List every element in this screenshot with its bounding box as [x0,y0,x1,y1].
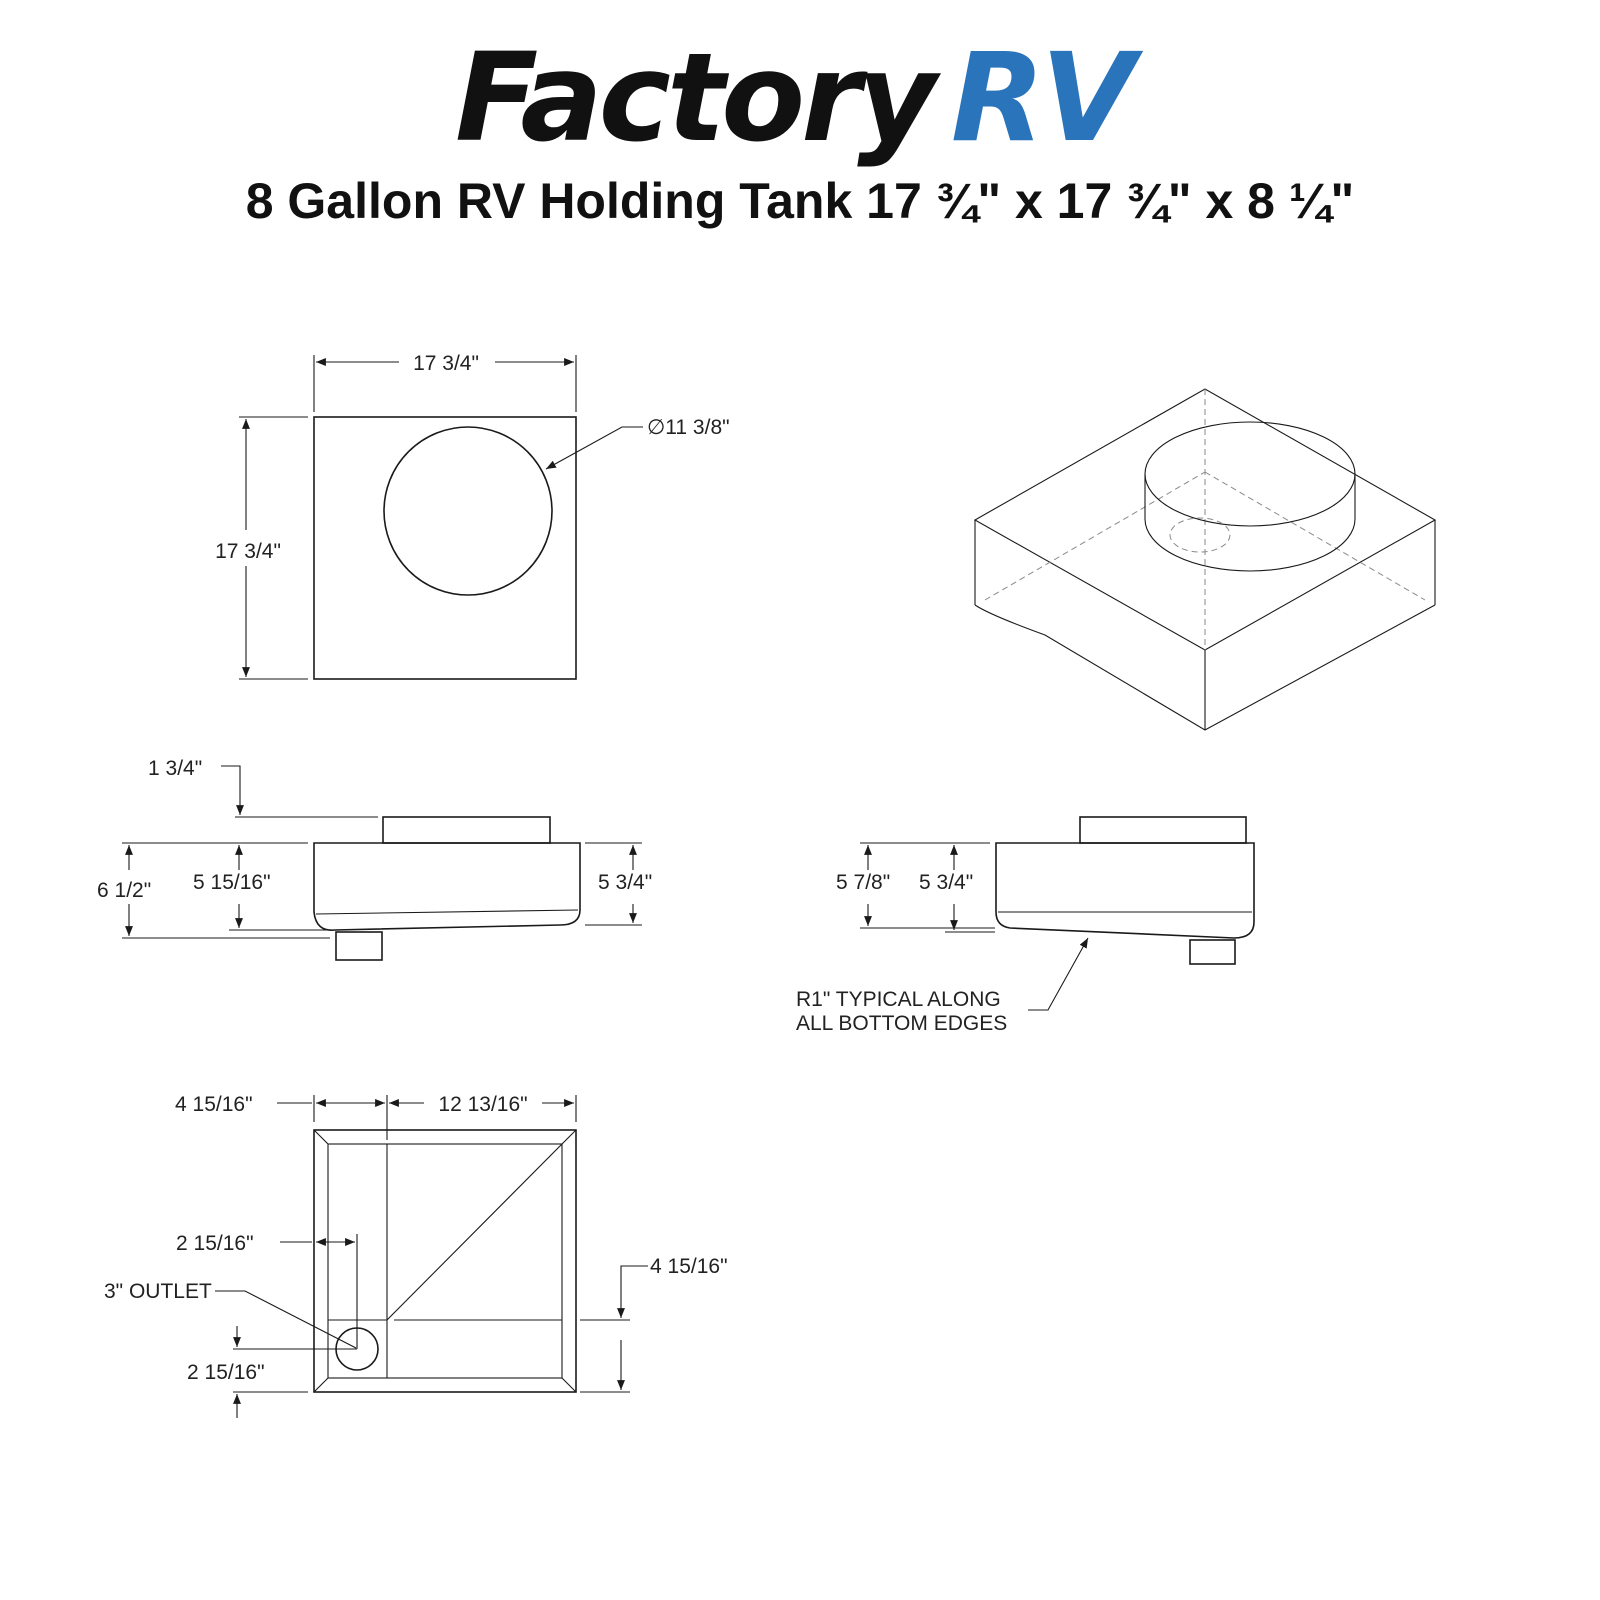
brand-word-factory: Factory [455,27,941,169]
iso-inlet-ellipse-top [1144,421,1356,527]
outlet-label: 3" OUTLET [104,1280,212,1303]
riser-label: 1 3/4" [148,757,202,780]
top-view-inlet-circle [383,426,553,596]
side-riser [1079,816,1247,844]
side-left-height-label: 5 7/8" [836,871,890,894]
isometric-view [973,388,1437,731]
top-view: 17 3/4" 17 3/4" ∅11 3/8" [215,352,730,680]
front-body [313,842,581,931]
outlet-x-label: 2 15/16" [176,1232,254,1255]
left-width-label: 4 15/16" [175,1093,253,1116]
front-view: 1 3/4" 6 1/2" 5 15/16" 5 3/4" [97,757,652,961]
overall-height-label: 6 1/2" [97,879,151,902]
right-width-label: 12 13/16" [438,1093,527,1116]
bottom-outline [313,1129,577,1393]
side-outlet [1189,939,1236,965]
side-view: 5 7/8" 5 3/4" R1" TYPICAL ALONG ALL BOTT… [796,816,1255,1035]
outlet-leader [215,1290,357,1349]
circle-diameter-leader [545,426,643,470]
left-height-label: 5 15/16" [193,871,271,894]
side-body [995,842,1255,939]
bottom-inner [327,1143,563,1379]
iso-outlet-ellipse [1169,517,1231,553]
brand-word-rv: RV [951,27,1144,169]
right-height-label: 5 3/4" [598,871,652,894]
top-height-label: 17 3/4" [215,540,281,563]
top-view-outline [313,416,577,680]
front-riser [382,816,551,844]
outlet-y-label: 2 15/16" [187,1361,265,1384]
circle-diameter-label: ∅11 3/8" [647,416,730,439]
front-outlet [335,931,383,961]
page-title: 8 Gallon RV Holding Tank 17 ¾" x 17 ¾" x… [246,173,1355,229]
right-offset-label: 4 15/16" [650,1255,728,1278]
top-width-label: 17 3/4" [413,352,479,375]
right-offset-dim-upper [617,1265,648,1318]
radius-note-line1: R1" TYPICAL ALONG [796,988,1001,1011]
radius-note-line2: ALL BOTTOM EDGES [796,1012,1007,1035]
side-right-height-label: 5 3/4" [919,871,973,894]
bottom-view: 4 15/16" 12 13/16" 2 15/16" 3" OUTLET 2 … [104,1093,728,1418]
radius-leader [1028,937,1089,1011]
